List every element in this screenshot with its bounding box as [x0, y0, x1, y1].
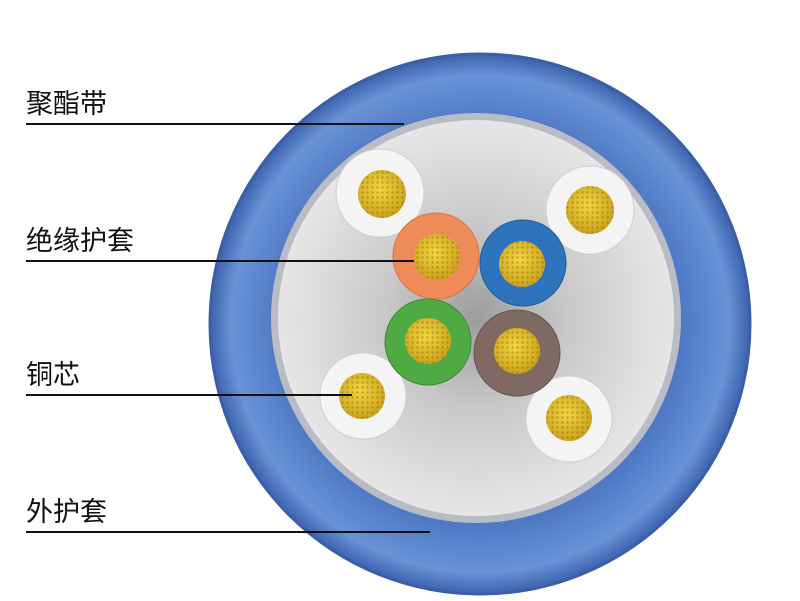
label-copper-core: 铜芯 [26, 360, 80, 391]
label-polyester-tape: 聚酯带 [26, 89, 107, 120]
white-wire-bottom-left [319, 352, 407, 440]
white-wire-top-left [335, 148, 425, 238]
white-wire-bottom-right [525, 375, 613, 463]
label-insulation-jacket: 绝缘护套 [26, 226, 134, 257]
label-outer-jacket: 外护套 [26, 497, 107, 528]
blue-wire [479, 219, 567, 307]
white-wire-top-right [545, 165, 635, 255]
orange-wire [392, 212, 480, 300]
brown-wire [473, 309, 561, 397]
green-wire [384, 298, 472, 386]
